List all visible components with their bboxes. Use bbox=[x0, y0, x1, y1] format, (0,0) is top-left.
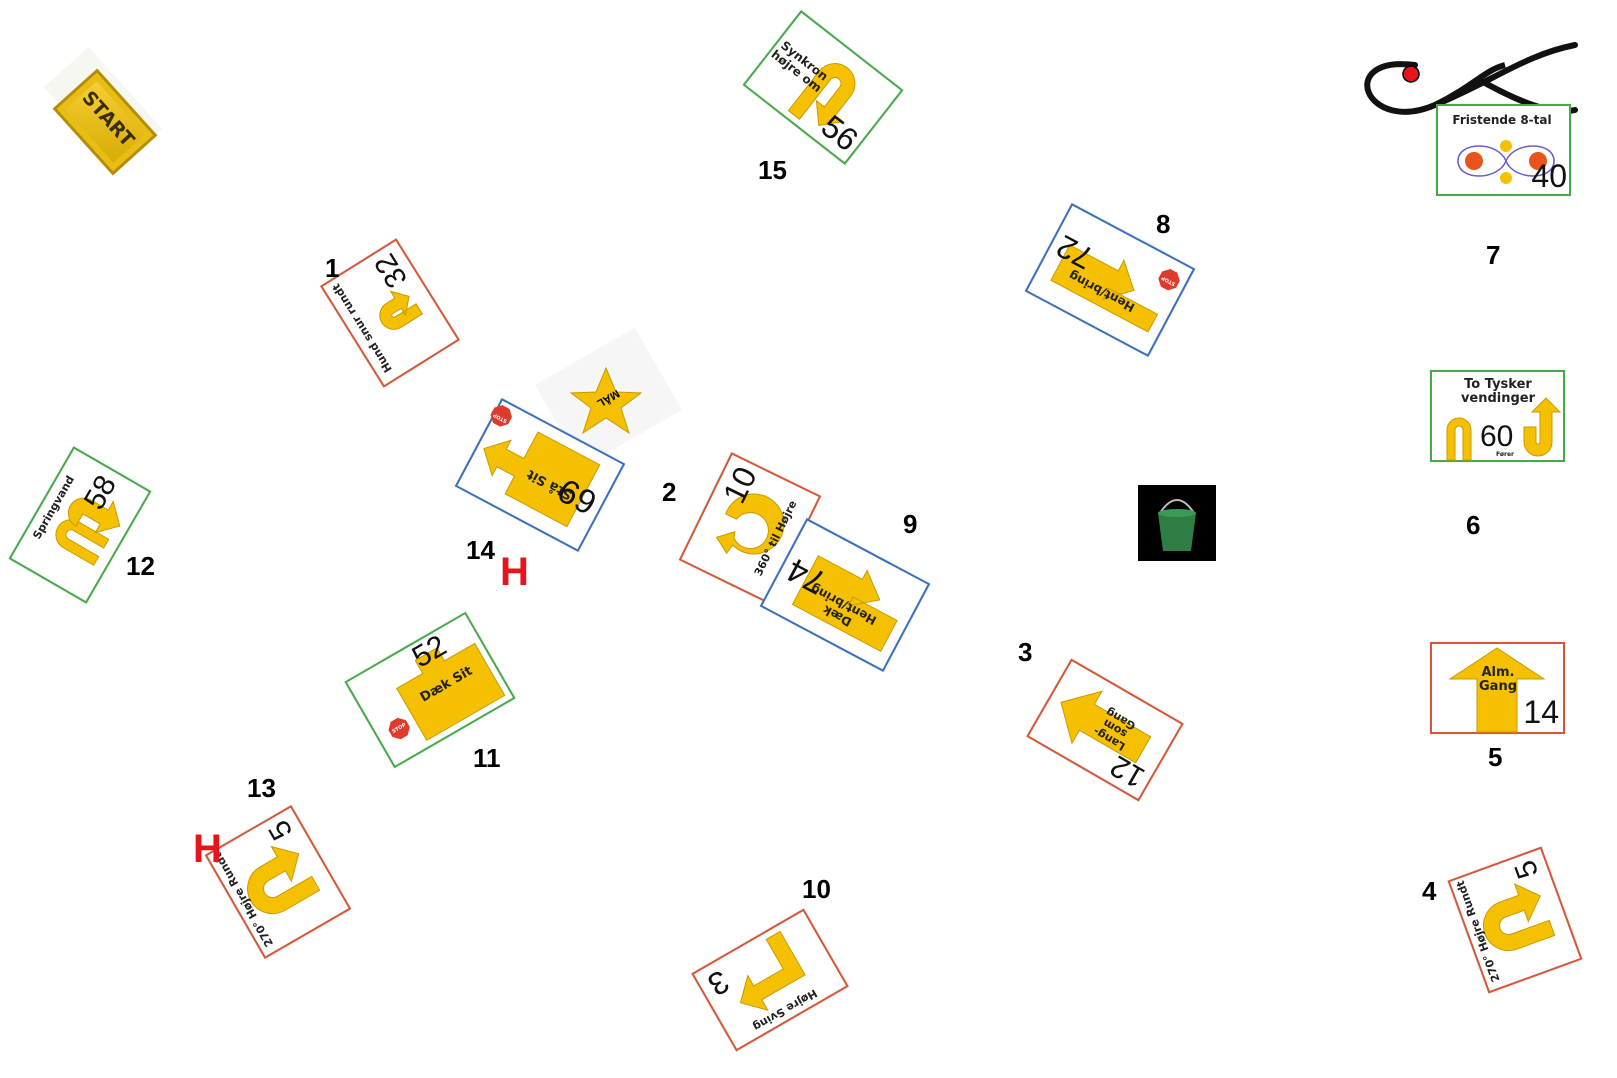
sign-card-c6: To Tysker vendinger 60 Fører bbox=[1430, 370, 1565, 462]
station-number-13: 13 bbox=[247, 773, 276, 804]
sign-card-c3: Lang-som Gang 12 bbox=[1026, 659, 1184, 802]
station-number-4: 4 bbox=[1422, 876, 1436, 907]
station-number-3: 3 bbox=[1018, 637, 1032, 668]
station-number-10: 10 bbox=[802, 874, 831, 905]
station-number-15: 15 bbox=[758, 155, 787, 186]
sign-card-c13: 270° Højre Rundt 5 bbox=[205, 805, 352, 959]
start-sign: START bbox=[20, 50, 180, 175]
station-number-6: 6 bbox=[1466, 510, 1480, 541]
sign-card-c15: Synkron højre om 56 bbox=[743, 10, 904, 165]
station-number-7: 7 bbox=[1486, 240, 1500, 271]
station-number-5: 5 bbox=[1488, 742, 1502, 773]
station-number-9: 9 bbox=[903, 509, 917, 540]
handler-marker-14: H bbox=[500, 552, 529, 592]
station-number-12: 12 bbox=[126, 551, 155, 582]
sign-card-c10: Højre Sving 3 bbox=[691, 909, 849, 1052]
synchron-arrow-icon bbox=[743, 13, 904, 168]
bucket-icon bbox=[1138, 485, 1216, 561]
station-number-11: 11 bbox=[473, 743, 501, 774]
sign-card-c1: Hund snur rundt 32 bbox=[320, 238, 460, 387]
station-number-2: 2 bbox=[662, 477, 676, 508]
sign-card-c4: 270° Højre Rundt 5 bbox=[1447, 847, 1582, 994]
sign-card-c5: Alm. Gang 14 bbox=[1430, 642, 1565, 734]
station-number-14: 14 bbox=[466, 535, 495, 566]
sign-card-c7: Fristende 8-tal 40 bbox=[1436, 104, 1571, 196]
station-number-1: 1 bbox=[325, 253, 339, 284]
handler-marker-13: H bbox=[193, 829, 222, 869]
station-number-8: 8 bbox=[1156, 209, 1170, 240]
